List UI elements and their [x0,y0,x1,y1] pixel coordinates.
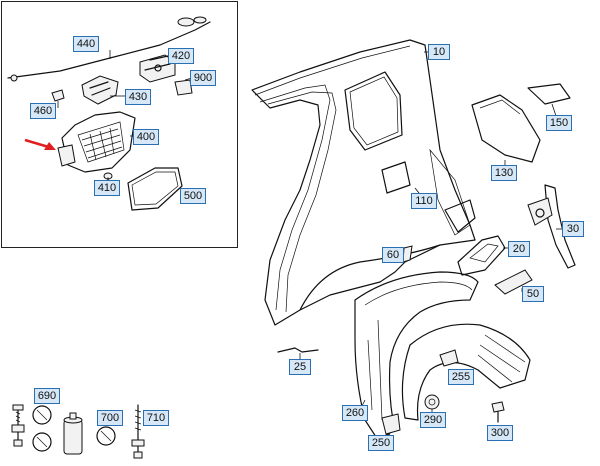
callout-260[interactable]: 260 [342,405,368,421]
callout-410[interactable]: 410 [94,180,120,196]
callout-150[interactable]: 150 [546,115,572,131]
callout-25[interactable]: 25 [289,359,311,375]
wheel-arch-liner-260 [354,271,479,441]
actuator-420 [139,54,176,83]
seal-strip-25 [277,347,319,360]
callout-30[interactable]: 30 [562,221,584,237]
callout-255[interactable]: 255 [448,369,474,385]
callout-440[interactable]: 440 [73,36,99,52]
callout-10[interactable]: 10 [428,44,450,60]
callout-460[interactable]: 460 [30,103,56,119]
callout-130[interactable]: 130 [491,165,517,181]
trim-150 [527,83,571,117]
panel-130 [471,94,541,166]
fuel-door-housing-400 [57,111,136,173]
red-pointer-arrow [24,138,56,150]
callout-700[interactable]: 700 [97,410,123,426]
callout-50[interactable]: 50 [522,286,544,302]
callout-690[interactable]: 690 [34,388,60,404]
bolts-690 [11,404,52,452]
callout-110[interactable]: 110 [411,193,437,209]
callout-60[interactable]: 60 [382,247,404,263]
callout-420[interactable]: 420 [168,48,194,64]
fuel-cable-440 [7,16,211,82]
callout-400[interactable]: 400 [133,129,159,145]
bracket-30 [527,184,576,269]
spray-can-700 [63,412,116,455]
callout-710[interactable]: 710 [143,410,169,426]
callout-20[interactable]: 20 [508,241,530,257]
plug-290 [424,394,440,413]
callout-500[interactable]: 500 [180,188,206,204]
connector-900 [174,77,193,96]
clip-460 [51,89,65,108]
screw-300 [491,401,505,423]
lamp-bracket-20 [457,235,508,276]
fuel-door-inset-frame [1,1,238,248]
callout-300[interactable]: 300 [487,425,513,441]
bolt-710 [131,404,145,459]
clip-250 [381,413,401,438]
callout-250[interactable]: 250 [368,435,394,451]
callout-430[interactable]: 430 [125,89,151,105]
callout-290[interactable]: 290 [420,412,446,428]
callout-900[interactable]: 900 [190,70,216,86]
bracket-430 [81,75,125,105]
